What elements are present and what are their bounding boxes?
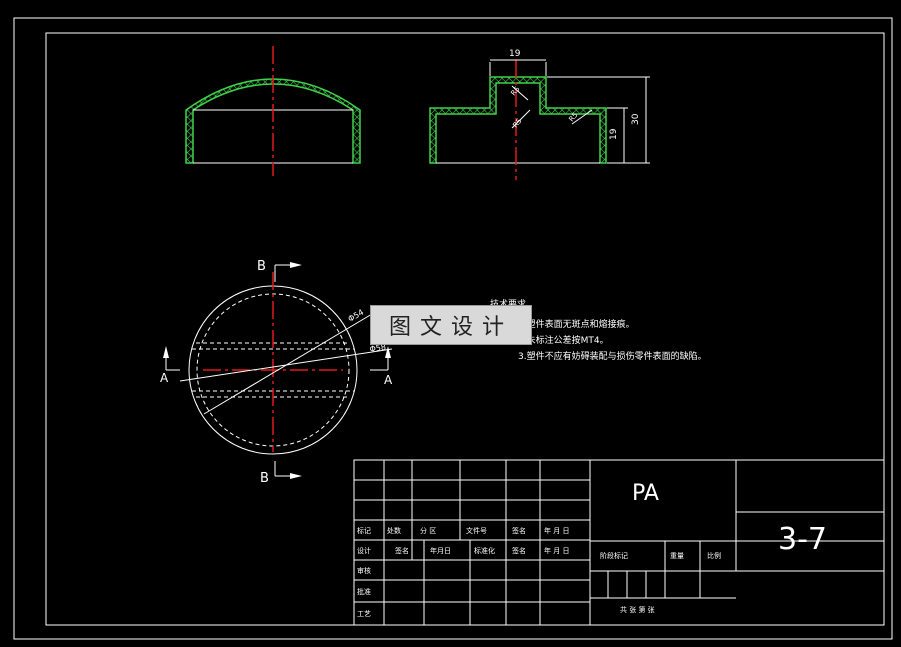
tb-weight: 重量 <box>670 552 684 560</box>
tb-count: 处数 <box>387 526 401 535</box>
tb-review: 批准 <box>357 587 371 596</box>
watermark-text: 图文设计 <box>388 315 513 340</box>
tb-date-1: 年 月 日 <box>544 526 569 535</box>
tb-sign-1: 签名 <box>512 526 526 535</box>
dia-leader-inner <box>179 348 393 382</box>
tb-process: 工艺 <box>357 610 371 618</box>
note-line-3: 3.塑件不应有妨碍装配与损伤零件表面的缺陷。 <box>518 350 707 362</box>
dia-leader-outer <box>203 313 373 415</box>
section-a-right-arrow <box>385 346 391 358</box>
section-a-left-arrow <box>163 346 169 358</box>
tb-design-sign: 签名 <box>395 546 409 555</box>
tb-drawing-no: 3-7 <box>778 522 827 557</box>
tb-check: 审核 <box>357 566 371 575</box>
section-b-view: 19 30 19 R5 R5 R5 <box>429 49 650 180</box>
tb-zone: 分 区 <box>420 526 436 535</box>
dim-height-19: 19 <box>609 128 619 140</box>
tb-scale: 比例 <box>707 551 721 560</box>
top-view: Φ54 Φ58 B B A A <box>160 259 393 486</box>
tb-standard: 标准化 <box>474 546 495 555</box>
note-line-1: 1.塑件表面无斑点和熔接痕。 <box>518 318 635 330</box>
section-b-top-arrow <box>290 262 302 268</box>
section-b-bottom-label: B <box>260 471 269 486</box>
tb-date-2: 年 月 日 <box>544 546 569 555</box>
dome-front-view <box>185 46 361 176</box>
dia-label-58: Φ58 <box>369 343 387 354</box>
dim-height-30: 30 <box>631 113 641 125</box>
technical-notes: 技术要求 1.塑件表面无斑点和熔接痕。 2.未标注公差按MT4。 3.塑件不应有… <box>490 298 707 362</box>
tb-stage: 阶段标记 <box>600 551 628 560</box>
radius-label-1: R5 <box>509 85 521 97</box>
tb-mark: 标记 <box>357 526 371 535</box>
tb-file-no: 文件号 <box>466 526 487 535</box>
tb-sign-2: 签名 <box>512 546 526 555</box>
dim-width-19: 19 <box>509 49 521 59</box>
tb-design: 设计 <box>357 546 371 555</box>
tb-sheets: 共 张 第 张 <box>620 605 655 614</box>
watermark-stamp: 图文设计 <box>370 305 532 345</box>
section-b-bottom-arrow <box>290 473 302 479</box>
dia-label-54: Φ54 <box>347 308 366 324</box>
outer-sheet-border <box>13 17 893 640</box>
section-a-right-label: A <box>384 373 393 387</box>
tb-part-name: PA <box>632 481 659 506</box>
dome-wall-section <box>185 78 361 164</box>
note-line-2: 2.未标注公差按MT4。 <box>518 334 609 346</box>
title-block: 标记 处数 分 区 文件号 签名 年 月 日 设计 签名 年月日 标准化 签名 … <box>353 459 885 626</box>
section-a-left-label: A <box>160 371 169 385</box>
section-b-top-label: B <box>257 259 266 274</box>
tb-design-date: 年月日 <box>430 546 451 555</box>
